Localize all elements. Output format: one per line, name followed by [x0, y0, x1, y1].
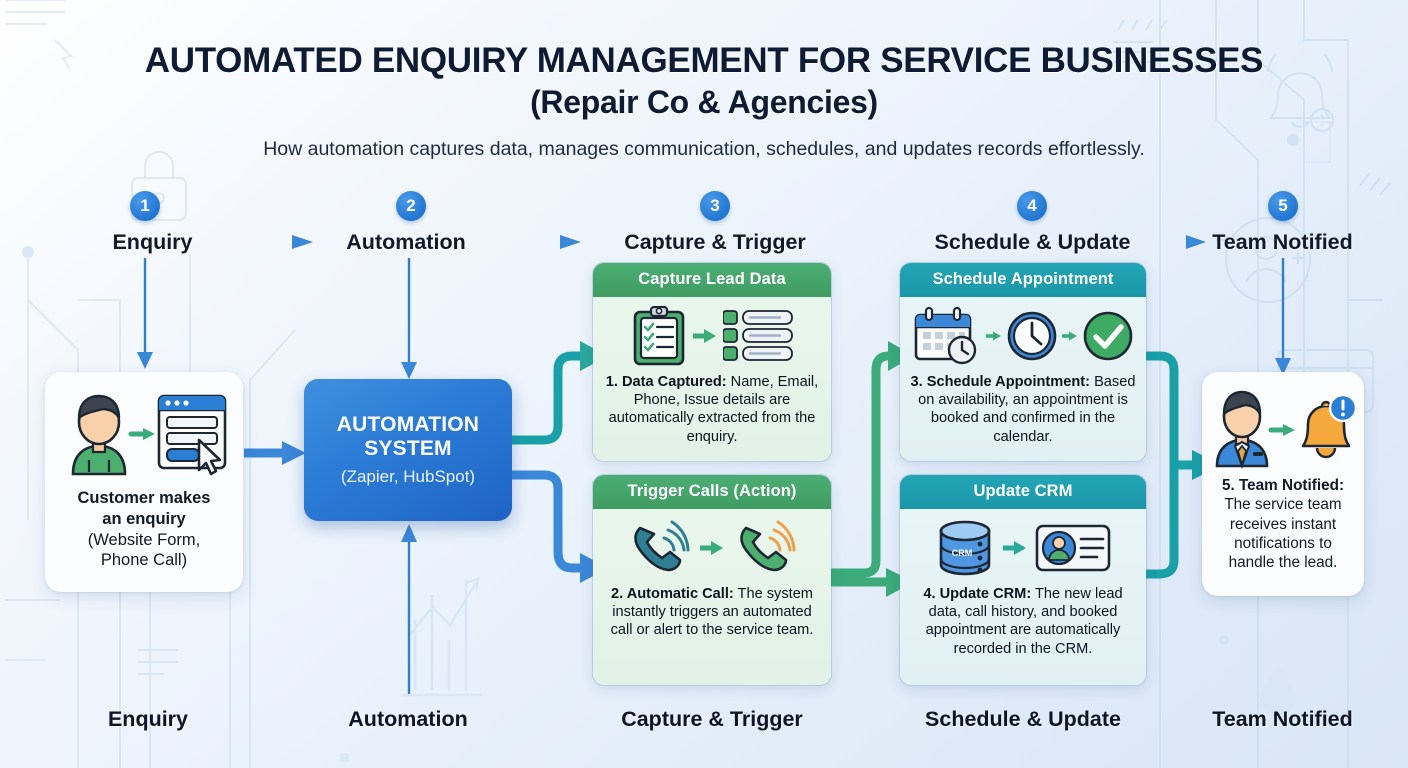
down-arrow-team-icon: [1275, 258, 1291, 375]
bottom-label-4: Schedule & Update: [925, 707, 1121, 731]
customer-card-line-2: an enquiry: [102, 509, 186, 528]
card-schedule-appointment-header: Schedule Appointment: [900, 263, 1146, 297]
phone-outgoing-alert-icon: [740, 520, 796, 572]
bottom-label-5: Team Notified: [1212, 707, 1353, 731]
team-card-bold: 5. Team Notified:: [1221, 477, 1345, 494]
customer-card-line-4: Phone Call): [100, 551, 188, 570]
team-notified-card: 5. Team Notified: The service team recei…: [1202, 372, 1364, 596]
arrow-right-green-2-icon: [700, 541, 723, 555]
step-badge-1-number: 1: [140, 196, 150, 215]
step-badge-2-number: 2: [406, 196, 416, 215]
page-subtitle: How automation captures data, manages co…: [263, 138, 1145, 160]
card-capture-lead-data: Capture Lead Data: [592, 262, 832, 462]
customer-card-line-1: Customer makes: [77, 489, 211, 507]
step-label-2: Automation: [346, 230, 466, 254]
connector-customer-to-automation: [244, 441, 306, 465]
automation-title-line-2: SYSTEM: [364, 437, 452, 460]
step-badge-5: 5: [1268, 191, 1298, 221]
card-update-crm-bold: 4. Update CRM:: [923, 586, 1032, 602]
title-line-2: (Repair Co & Agencies): [530, 83, 878, 120]
automation-title-line-1: AUTOMATION: [336, 413, 480, 437]
card-trigger-calls-bold: 2. Automatic Call:: [611, 586, 734, 602]
step-label-5: Team Notified: [1212, 230, 1353, 254]
step-label-1: Enquiry: [112, 230, 193, 254]
step-arrow-4-5-icon: [1148, 235, 1206, 249]
step-badge-4: 4: [1017, 191, 1047, 221]
arrow-right-green-icon: [693, 329, 716, 343]
team-notification-illustration-icon: [1215, 390, 1357, 470]
arrow-right-small-2-icon: [1062, 331, 1077, 341]
customer-enquiry-card: Customer makes an enquiry (Website Form,…: [45, 372, 243, 592]
step-label-3: Capture & Trigger: [624, 230, 806, 254]
card-update-crm: Update CRM CRM: [899, 474, 1147, 686]
customer-form-illustration-icon: [71, 394, 227, 476]
team-card-text: The service team receives instant notifi…: [1224, 496, 1342, 572]
step-arrow-2-3-icon: [498, 235, 581, 249]
clipboard-checklist-icon: [633, 306, 685, 366]
card-trigger-calls: Trigger Calls (Action): [592, 474, 832, 686]
automation-system-box: AUTOMATION SYSTEM (Zapier, HubSpot): [304, 379, 512, 521]
card-trigger-calls-text: The system instantly triggers an automat…: [610, 586, 814, 639]
title-line-1: AUTOMATED ENQUIRY MANAGEMENT FOR SERVICE…: [144, 41, 1264, 80]
down-arrow-automation-icon: [401, 258, 417, 379]
crm-db-label: CRM: [952, 548, 973, 558]
step-badge-3: 3: [700, 191, 730, 221]
contact-card-icon: [1035, 524, 1111, 572]
step-arrow-1-2-icon: [230, 235, 313, 249]
automation-subtitle: (Zapier, HubSpot): [340, 466, 476, 486]
calendar-clock-icon: [914, 307, 977, 365]
data-fields-list-icon: [723, 310, 793, 361]
card-trigger-calls-header: Trigger Calls (Action): [593, 475, 831, 509]
step-badge-4-number: 4: [1027, 196, 1037, 215]
card-schedule-appointment-bold: 3. Schedule Appointment:: [910, 374, 1091, 390]
database-crm-icon: CRM: [939, 520, 991, 576]
card-capture-lead-data-header: Capture Lead Data: [593, 263, 831, 297]
step-badge-3-number: 3: [710, 196, 720, 215]
card-update-crm-text: The new lead data, call history, and boo…: [925, 586, 1123, 657]
up-arrow-automation-icon: [401, 524, 417, 694]
bottom-label-2: Automation: [348, 707, 468, 731]
bottom-label-1: Enquiry: [107, 707, 189, 731]
card-schedule-appointment: Schedule Appointment: [899, 262, 1147, 462]
customer-card-line-3: (Website Form,: [87, 530, 201, 549]
step-badge-2: 2: [396, 191, 426, 221]
page-title: AUTOMATED ENQUIRY MANAGEMENT FOR SERVICE…: [0, 40, 1408, 122]
step-badge-1: 1: [130, 191, 160, 221]
card-update-crm-header: Update CRM: [900, 475, 1146, 509]
down-arrow-enquiry-icon: [137, 258, 153, 369]
step-badge-5-number: 5: [1278, 196, 1288, 215]
check-circle-icon: [1083, 311, 1133, 361]
arrow-right-teal-icon: [1003, 541, 1026, 555]
card-capture-lead-data-text: Name, Email, Phone, Issue details are au…: [608, 374, 819, 445]
step-label-4: Schedule & Update: [934, 230, 1131, 254]
phone-incoming-icon: [634, 520, 690, 572]
card-schedule-appointment-text: Based on availability, an appointment is…: [918, 374, 1136, 445]
card-capture-lead-data-bold: 1. Data Captured:: [605, 374, 727, 390]
clock-icon: [1007, 311, 1057, 361]
arrow-right-small-1-icon: [986, 331, 1001, 341]
bottom-label-3: Capture & Trigger: [621, 707, 803, 731]
